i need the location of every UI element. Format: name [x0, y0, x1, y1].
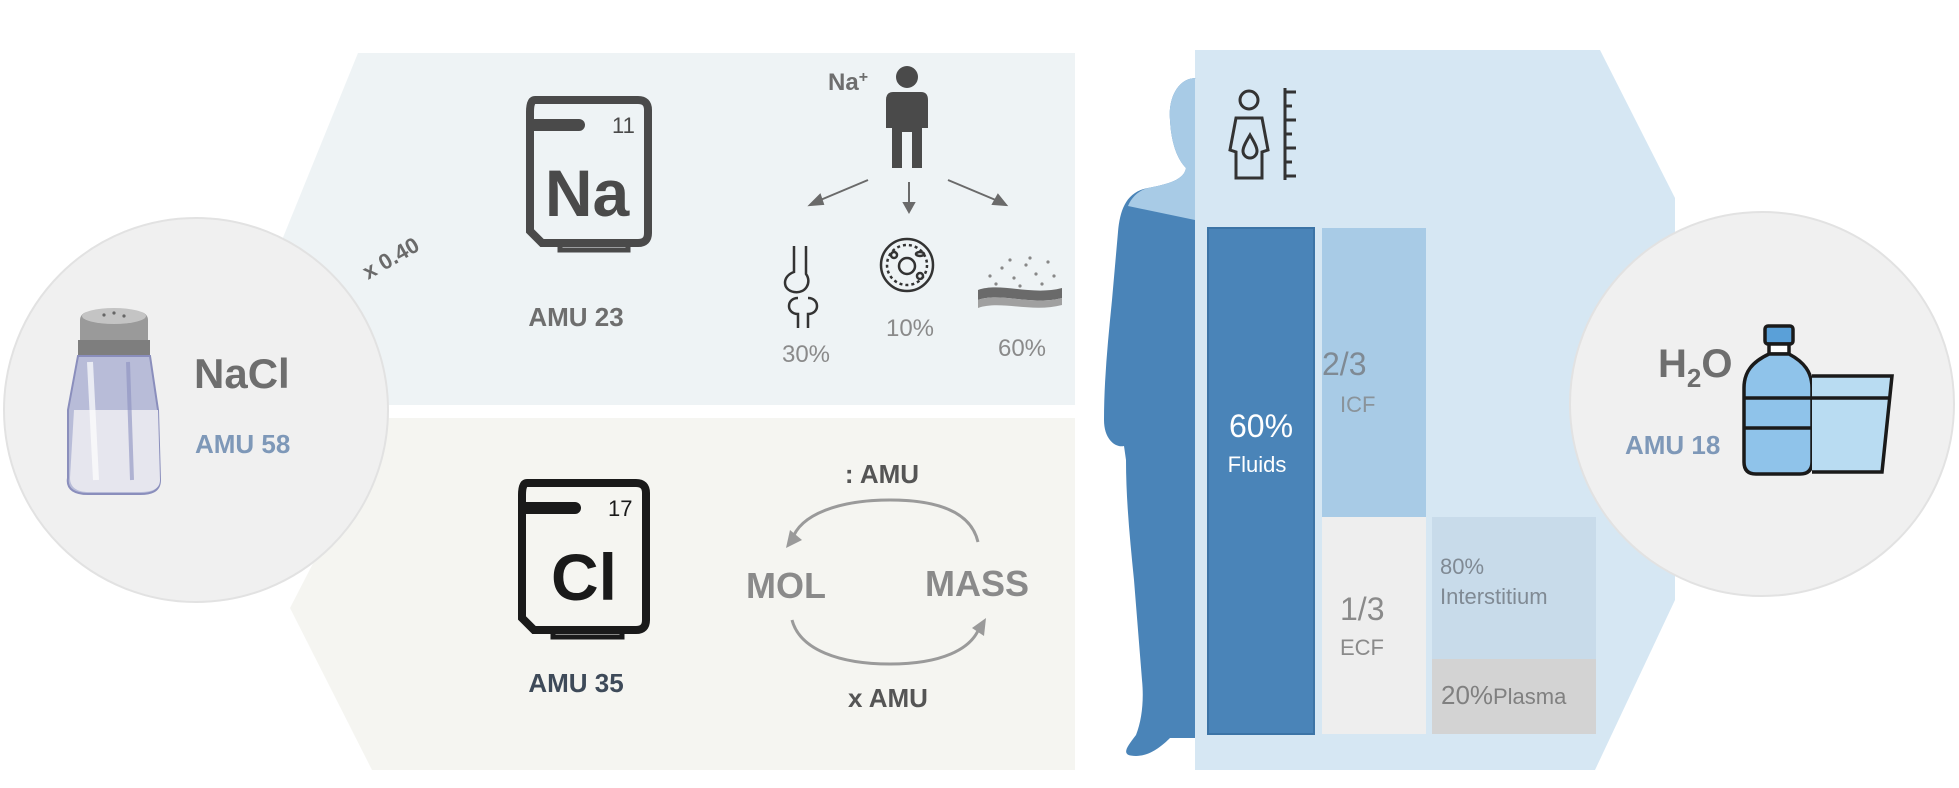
chlorine-element-tile: 17 Cl: [518, 479, 650, 640]
bone-percent: 30%: [782, 341, 830, 368]
interstitium-sodium-percent: 60%: [998, 335, 1046, 362]
nacl-amu: AMU 58: [195, 429, 290, 459]
chlorine-panel: [290, 418, 1075, 770]
sodium-symbol: Na: [545, 156, 631, 230]
plasma-percent: 20%: [1441, 680, 1493, 710]
mass-label: MASS: [925, 563, 1029, 604]
chlorine-amu: AMU 35: [528, 668, 623, 698]
mass-to-mol-arrowhead: [786, 530, 802, 548]
icf-label: ICF: [1340, 392, 1375, 417]
multiply-amu-label: x AMU: [848, 683, 928, 713]
chlorine-atomic-number: 17: [608, 496, 632, 521]
mol-to-mass-arrowhead: [972, 618, 986, 636]
ecf-fraction: 1/3: [1340, 591, 1384, 627]
cell-icon: [879, 237, 935, 293]
tissue-icon: [978, 256, 1062, 308]
water-amu: AMU 18: [1625, 430, 1720, 460]
fluids-percent: 60%: [1229, 408, 1293, 444]
sodium-panel: [282, 53, 1075, 405]
human-silhouette: [1104, 78, 1196, 756]
mol-label: MOL: [746, 565, 826, 606]
fluids-bar: [1207, 227, 1315, 735]
sodium-atomic-number: 11: [612, 113, 635, 138]
plasma-bar: [1432, 659, 1596, 734]
person-icon: [886, 66, 928, 168]
sodium-amu: AMU 23: [528, 302, 623, 332]
sodium-element-tile: 11 Na: [526, 96, 652, 253]
sodium-ion-label: Na+: [828, 69, 868, 96]
plasma-label: Plasma: [1493, 684, 1567, 709]
interstitium-percent: 80%: [1440, 554, 1484, 579]
mol-to-mass-arrow: [790, 619, 982, 666]
interstitium-label: Interstitium: [1440, 584, 1548, 609]
mass-to-mol-arrow: [790, 498, 980, 543]
ecf-bar: [1322, 517, 1426, 734]
water-formula: H2O: [1658, 342, 1732, 393]
cell-percent: 10%: [886, 315, 934, 342]
icf-fraction: 2/3: [1322, 346, 1366, 382]
salt-shaker-icon: [66, 308, 162, 495]
nacl-circle: [3, 217, 389, 603]
nacl-formula: NaCl: [194, 350, 290, 397]
divide-amu-label: : AMU: [845, 459, 919, 489]
fluids-label: Fluids: [1228, 452, 1287, 477]
interstitium-bar: [1432, 517, 1596, 659]
chlorine-symbol: Cl: [551, 540, 617, 614]
ecf-label: ECF: [1340, 635, 1384, 660]
icf-bar: [1322, 228, 1426, 517]
body-water-measure-icon: [1228, 88, 1296, 180]
water-bottle-glass-icon: [1742, 324, 1894, 476]
bone-joint-icon: [783, 246, 819, 328]
distribution-arrows: [807, 179, 1009, 215]
